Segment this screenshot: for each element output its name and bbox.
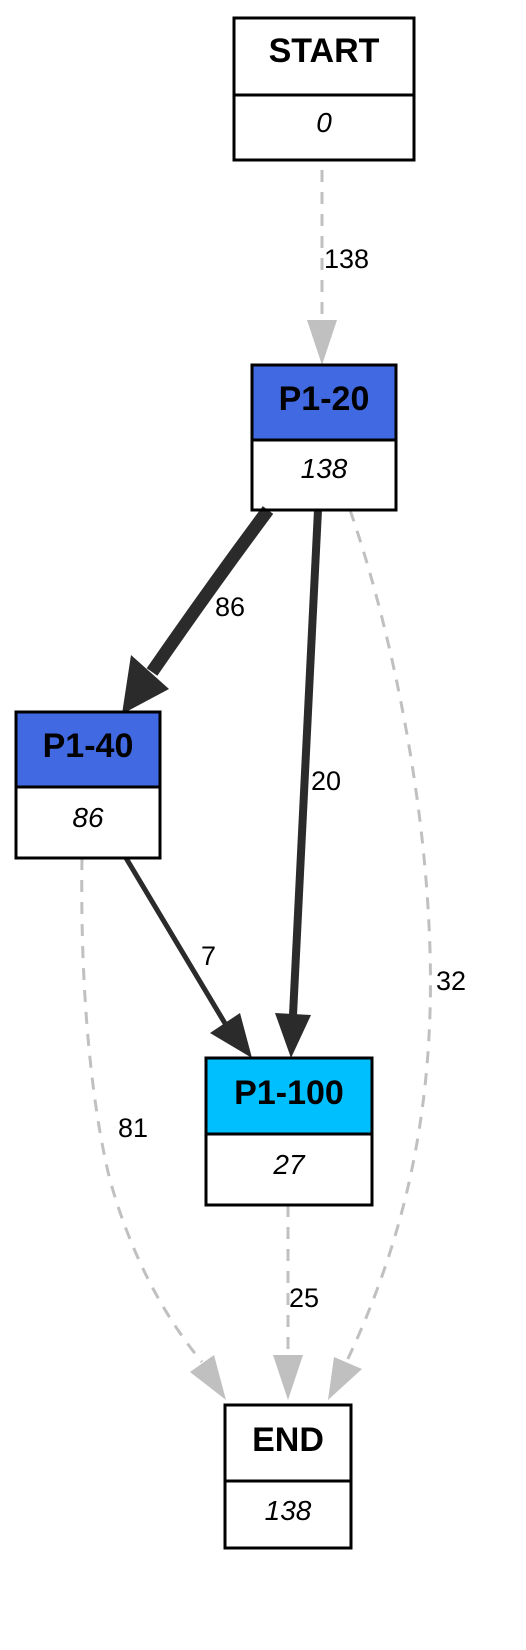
node-count: 138	[301, 453, 348, 484]
node-start: START 0	[232, 16, 416, 162]
node-p1-20: P1-20 138	[250, 363, 398, 512]
edge-label: 7	[201, 941, 216, 971]
node-title: P1-20	[279, 380, 370, 418]
node-title: P1-100	[234, 1074, 344, 1112]
edge-p1-20-to-p1-40: 86	[122, 506, 274, 714]
edge-p1-20-to-p1-100: 20	[275, 509, 341, 1058]
edge-label: 81	[118, 1113, 148, 1143]
edge-start-to-p1-20: 138	[307, 170, 369, 365]
node-p1-40: P1-40 86	[14, 710, 162, 860]
arrowhead-icon	[307, 320, 337, 365]
edge-p1-40-to-p1-100: 7	[123, 856, 252, 1058]
edge-label: 32	[436, 966, 466, 996]
arrowhead-icon	[210, 1013, 252, 1058]
edge-p1-20-to-end: 32	[328, 509, 466, 1400]
edge-label: 138	[324, 244, 369, 274]
arrowhead-icon	[275, 1013, 311, 1058]
node-count: 27	[272, 1149, 306, 1180]
node-title: START	[269, 32, 380, 70]
arrowhead-icon	[328, 1357, 362, 1400]
node-count: 86	[72, 802, 104, 833]
node-p1-100: P1-100 27	[204, 1056, 374, 1207]
node-count: 0	[316, 107, 332, 138]
arrowhead-icon	[122, 655, 169, 714]
edge-p1-40-to-end: 81	[80, 857, 226, 1400]
node-end: END 138	[223, 1403, 353, 1550]
edge-label: 20	[311, 766, 341, 796]
node-count: 138	[265, 1495, 312, 1526]
node-title: END	[252, 1421, 324, 1459]
node-title: P1-40	[43, 727, 134, 765]
arrowhead-icon	[190, 1355, 226, 1400]
edge-label: 86	[215, 592, 245, 622]
edge-label: 25	[289, 1283, 319, 1313]
edge-p1-100-to-end: 25	[273, 1205, 319, 1400]
arrowhead-icon	[273, 1355, 303, 1400]
